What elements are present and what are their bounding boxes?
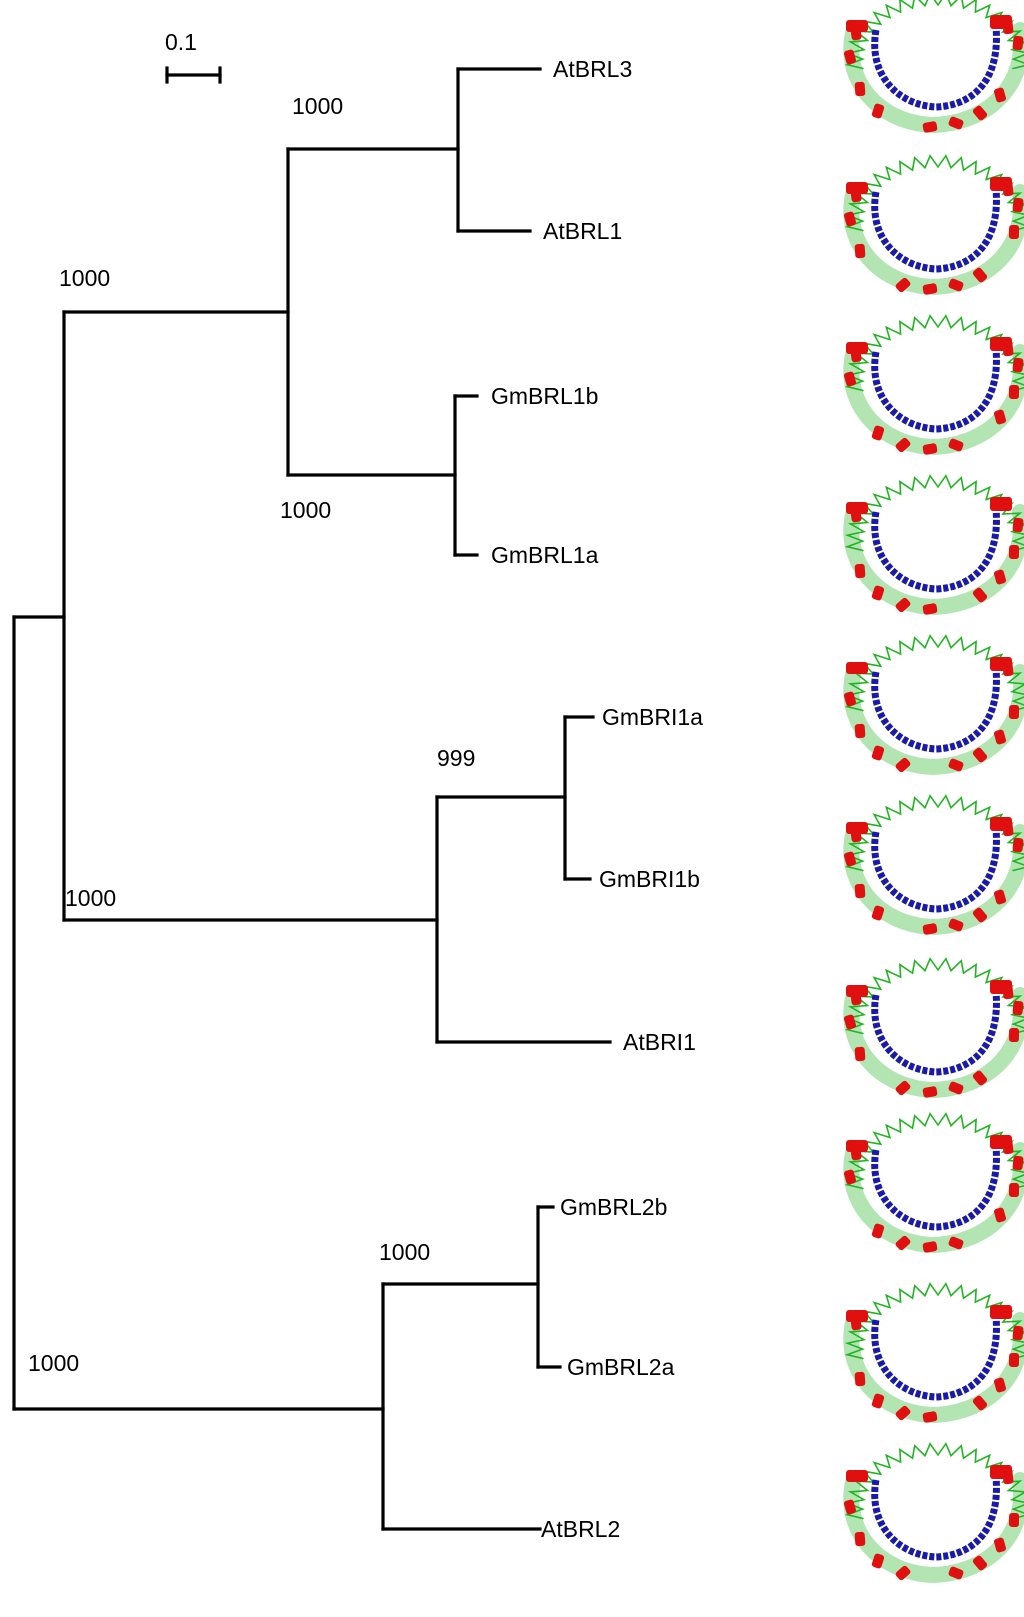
protein-structure-icon [843,794,1024,936]
leaf-label-atbrl1: AtBRL1 [543,218,622,244]
bootstrap-label: 999 [437,745,475,771]
bootstrap-label: 1000 [65,885,116,911]
scale-bar-label: 0.1 [165,29,197,55]
protein-structure-icon [843,957,1024,1099]
bootstrap-values: 1000 1000 1000 1000 999 1000 1000 [28,93,475,1376]
bootstrap-label: 1000 [59,265,110,291]
leaf-label-gmbrl1b: GmBRL1b [491,383,598,409]
protein-structure-icon [843,1442,1024,1584]
protein-structure-icon [843,474,1024,616]
leaf-label-gmbrl2b: GmBRL2b [560,1194,667,1220]
tree-branches [12,67,612,1531]
leaf-label-atbrl3: AtBRL3 [553,56,632,82]
leaf-label-atbri1: AtBRI1 [623,1029,696,1055]
protein-structure-icon [843,1282,1024,1424]
protein-structure-icon [843,0,1024,134]
bootstrap-label: 1000 [28,1350,79,1376]
leaf-label-gmbri1a: GmBRI1a [602,704,703,730]
protein-structure-icon [843,634,1024,776]
bootstrap-label: 1000 [280,497,331,523]
scale-bar: 0.1 [165,29,222,84]
leaf-label-atbrl2: AtBRL2 [541,1516,620,1542]
leaf-label-gmbrl1a: GmBRL1a [491,542,599,568]
leaf-label-gmbri1b: GmBRI1b [599,866,700,892]
protein-structures [843,0,1024,1584]
bootstrap-label: 1000 [379,1239,430,1265]
bootstrap-label: 1000 [292,93,343,119]
leaf-labels: AtBRL3 AtBRL1 GmBRL1b GmBRL1a GmBRI1a Gm… [491,56,703,1542]
protein-structure-icon [843,314,1024,456]
leaf-label-gmbrl2a: GmBRL2a [567,1354,675,1380]
protein-structure-icon [843,1112,1024,1254]
protein-structure-icon [843,154,1024,296]
